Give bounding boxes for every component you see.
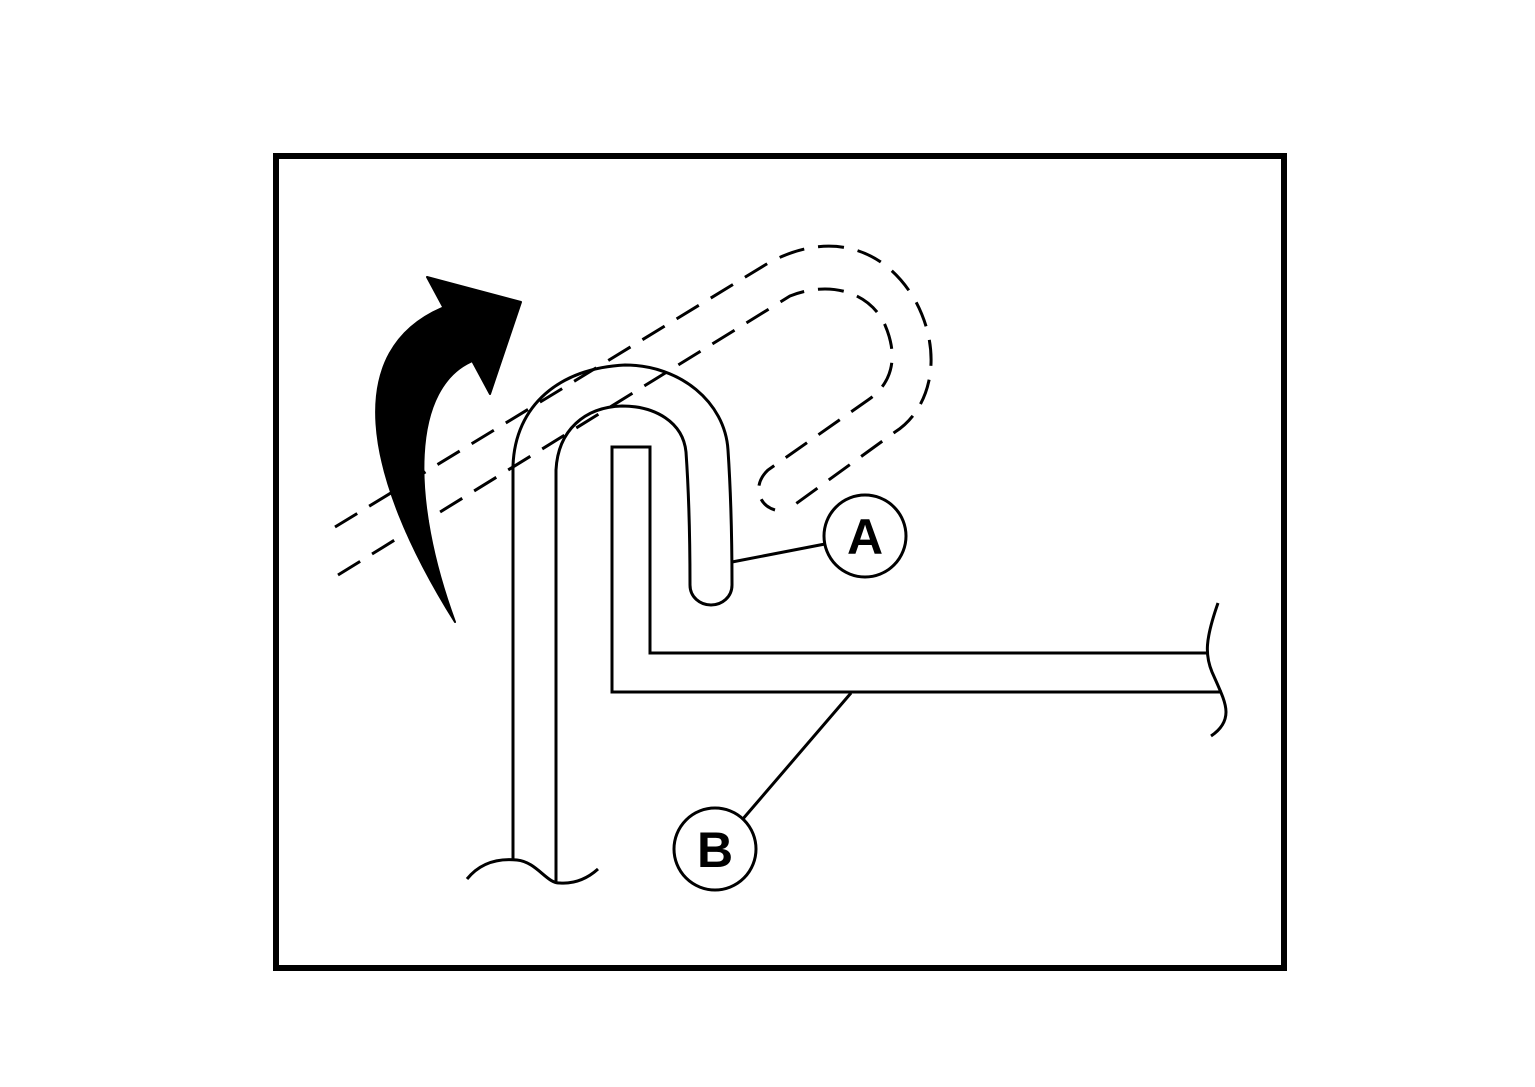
clip-raised-inner-edge xyxy=(337,287,894,577)
post-break-line xyxy=(465,858,600,885)
callout-b-circle xyxy=(672,806,758,892)
bracket-break-line xyxy=(1205,602,1228,738)
clip-raised-position xyxy=(334,244,933,577)
callout-a-label: A xyxy=(847,509,883,565)
clip-outer-edge xyxy=(511,363,734,882)
clip-component-a xyxy=(465,363,734,885)
callout-a-leader xyxy=(731,542,826,564)
bracket-outline xyxy=(610,445,1222,694)
callout-a-circle xyxy=(822,493,908,579)
curved-arrow-shaft xyxy=(375,307,476,623)
callout-b: B xyxy=(672,692,853,892)
curved-arrow-head xyxy=(426,276,522,395)
curved-arrow-icon xyxy=(375,276,522,623)
callout-a: A xyxy=(731,493,908,579)
callout-b-label: B xyxy=(697,822,733,878)
callout-b-leader xyxy=(740,692,853,821)
bracket-component-b xyxy=(610,445,1228,738)
frame-border xyxy=(273,153,1287,971)
